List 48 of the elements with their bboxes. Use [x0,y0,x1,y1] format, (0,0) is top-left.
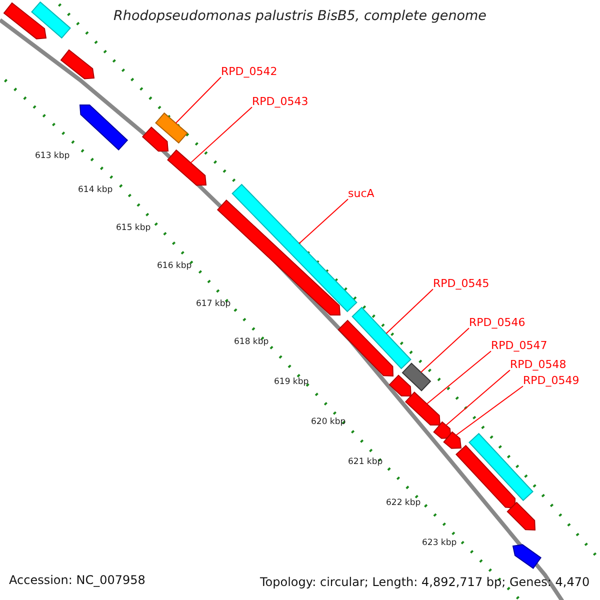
gene-bar [352,306,412,370]
scale-label: 621 kbp [348,458,383,468]
leader-line [175,76,222,124]
scale-label: 616 kbp [157,262,192,272]
gene-feature [388,374,412,396]
gene-bar [402,362,432,392]
gene-feature [404,391,441,426]
leader-line [190,106,252,164]
leader-line [426,350,492,404]
gene-feature [443,431,462,449]
accession-text: Accession: NC_007958 [9,574,146,588]
gene-feature [338,320,394,377]
gene-feature [433,421,452,439]
leader-line [386,288,434,334]
gene-feature [216,200,341,316]
gene-label: RPD_0542 [221,66,278,78]
gene-label: RPD_0543 [252,96,308,108]
gene-label: RPD_0548 [510,359,566,372]
genome-info-text: Topology: circular; Length: 4,892,717 bp; Genes: 4,470 [260,576,590,590]
gene-bar [31,1,71,39]
gene-feature [512,544,542,569]
gene-feature [456,444,516,509]
scale-label: 615 kbp [116,224,151,234]
scale-label: 617 kbp [196,300,231,310]
scale-label: 618 kbp [234,338,269,348]
gene-feature [142,126,169,152]
scale-label: 623 kbp [422,539,457,548]
gene-label: sucA [348,188,374,200]
leader-line [420,328,470,373]
scale-label: 622 kbp [386,499,421,508]
scale-label: 613 kbp [35,152,70,162]
gene-feature [60,49,95,80]
scale-label: 614 kbp [78,186,113,196]
gene-bar [155,112,188,144]
gene-bar [468,432,534,502]
gene-label: RPD_0549 [523,375,580,388]
gene-label: RPD_0546 [469,317,526,330]
scale-label: 619 kbp [274,378,309,388]
leader-line [298,198,348,244]
scale-label: 620 kbp [311,418,346,428]
diagram-title: Rhodopseudomonas palustris BisB5, complete genome [112,9,488,24]
gene-label: RPD_0547 [491,340,548,352]
gene-feature [167,149,207,186]
gene-feature [3,2,47,40]
gene-feature [79,104,128,150]
gene-label: RPD_0545 [433,278,490,290]
leader-line [456,386,524,436]
leader-line [446,370,510,426]
